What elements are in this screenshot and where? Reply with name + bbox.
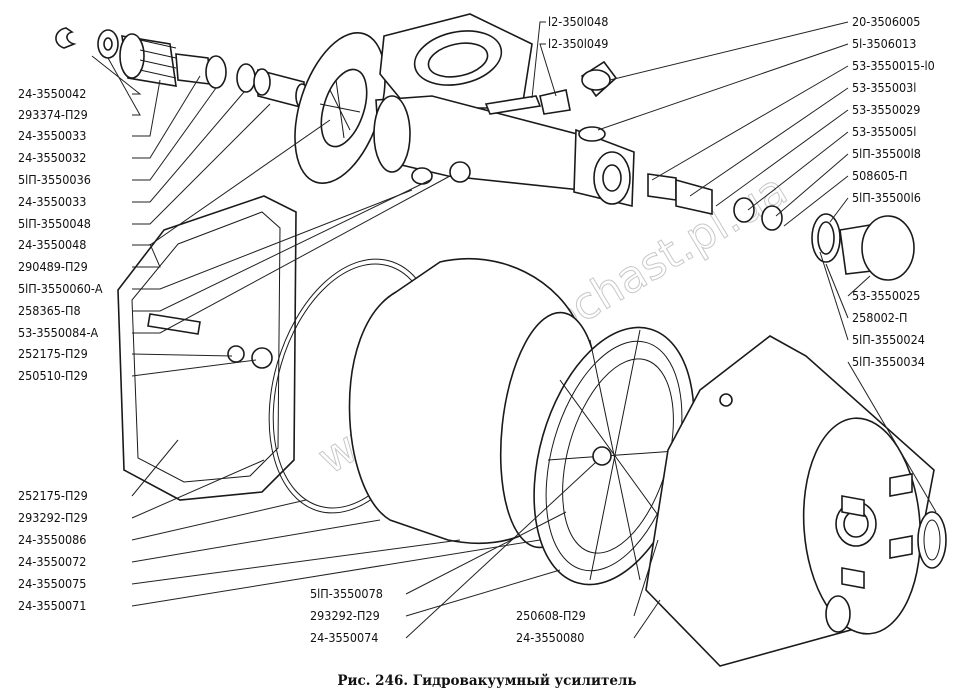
cylinder-housing xyxy=(373,13,635,208)
label-bottom: 250608-П29 xyxy=(516,608,586,623)
label-right: 53-3550029 xyxy=(852,102,920,117)
label-right: 5lП-35500l8 xyxy=(852,146,921,161)
label-bottom: 24-3550080 xyxy=(516,630,584,645)
label-left: 24-3550048 xyxy=(18,237,86,252)
label-right: 53-3550025 xyxy=(852,288,920,303)
label-right: 5lП-3550034 xyxy=(852,354,925,369)
label-left: 24-3550075 xyxy=(18,576,86,591)
label-bottom: 293292-П29 xyxy=(310,608,380,623)
label-left: 24-3550071 xyxy=(18,598,86,613)
figure-caption: Рис. 246. Гидровакуумный усилитель xyxy=(337,673,636,689)
label-left: 293374-П29 xyxy=(18,107,88,122)
bleeder-fittings xyxy=(484,60,618,142)
label-right: 53-3550015-l0 xyxy=(852,58,935,73)
parts-drawing xyxy=(55,13,947,667)
label-left: 5lП-3550036 xyxy=(18,172,91,187)
label-left: 5lП-3550048 xyxy=(18,216,91,231)
label-left: 24-3550042 xyxy=(18,86,86,101)
label-left: 53-3550084-А xyxy=(18,325,98,340)
part-labels-top: l2-350l048 l2-350l049 xyxy=(548,14,608,51)
label-top: l2-350l048 xyxy=(548,14,608,29)
label-right: 508605-П xyxy=(852,168,907,183)
label-right: 258002-П xyxy=(852,310,907,325)
part-labels-bottom: 5lП-3550078 293292-П29 24-3550074 250608… xyxy=(310,586,586,645)
label-left: 24-3550033 xyxy=(18,128,86,143)
label-left: 250510-П29 xyxy=(18,368,88,383)
label-left: 252175-П29 xyxy=(18,346,88,361)
label-bottom: 24-3550074 xyxy=(310,630,378,645)
label-right: 5lП-3550024 xyxy=(852,332,925,347)
seal-ring xyxy=(917,511,947,569)
label-left: 293292-П29 xyxy=(18,510,88,525)
label-right: 53-355003l xyxy=(852,80,916,95)
part-labels-right: 20-3506005 5l-3506013 53-3550015-l0 53-3… xyxy=(852,14,935,369)
label-left: 258365-П8 xyxy=(18,303,81,318)
label-left: 24-3550086 xyxy=(18,532,86,547)
label-left: 5lП-3550060-А xyxy=(18,281,103,296)
label-left: 24-3550072 xyxy=(18,554,86,569)
label-left: 24-3550032 xyxy=(18,150,86,165)
label-left: 24-3550033 xyxy=(18,194,86,209)
label-bottom: 5lП-3550078 xyxy=(310,586,383,601)
cover-plate xyxy=(117,195,297,501)
label-left: 252175-П29 xyxy=(18,488,88,503)
label-right: 53-355005l xyxy=(852,124,916,139)
right-plug-chain xyxy=(647,173,915,281)
part-labels-left: 24-3550042 293374-П29 24-3550033 24-3550… xyxy=(18,86,103,613)
label-right: 5lП-35500l6 xyxy=(852,190,921,205)
label-top: l2-350l049 xyxy=(548,36,608,51)
leader-lines xyxy=(91,21,937,639)
label-right: 20-3506005 xyxy=(852,14,920,29)
valve-stack xyxy=(55,27,309,110)
label-right: 5l-3506013 xyxy=(852,36,916,51)
label-left: 290489-П29 xyxy=(18,259,88,274)
rear-cover xyxy=(645,335,935,667)
